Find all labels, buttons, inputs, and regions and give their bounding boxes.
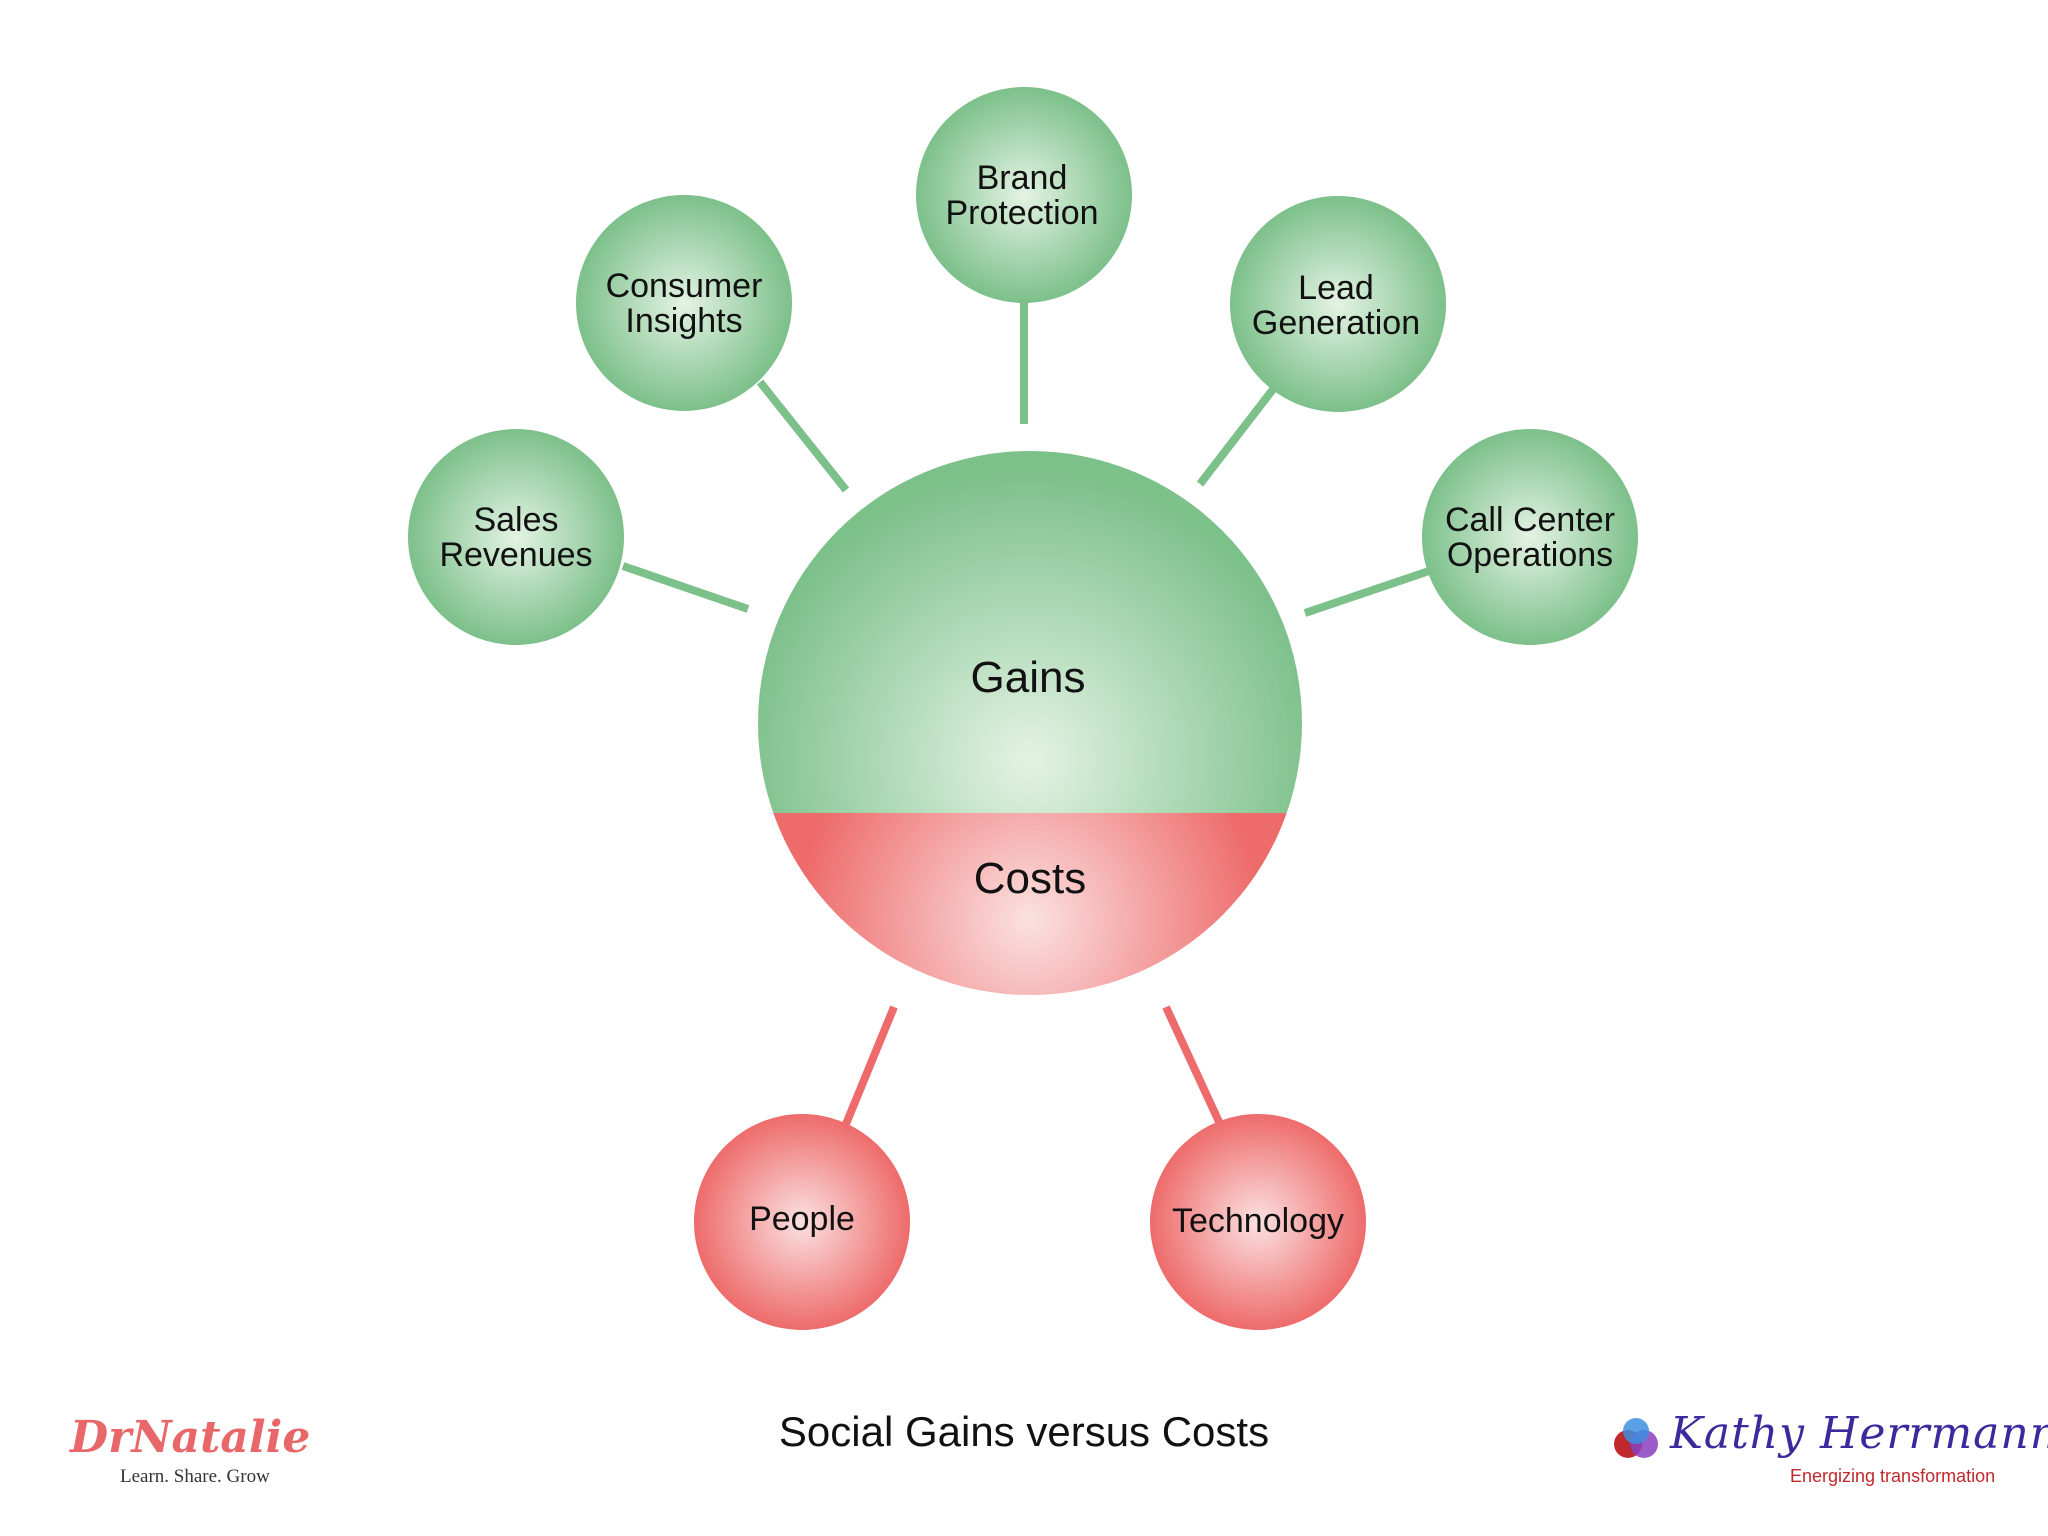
cost-node-label: People xyxy=(749,1200,855,1238)
gain-node-label-line1: Call Center xyxy=(1445,501,1615,539)
gain-node-label-line1: Consumer xyxy=(606,267,763,305)
gain-node-lead-generation: Lead Generation xyxy=(1230,196,1446,412)
gain-node-label-line2: Insights xyxy=(625,302,742,340)
connector-consumer-insights xyxy=(756,379,850,493)
cost-node-label: Technology xyxy=(1172,1202,1344,1240)
costs-half xyxy=(773,813,1287,995)
connector-lead-generation xyxy=(1196,385,1278,487)
gain-node-label-line1: Sales xyxy=(473,501,558,539)
cost-node-circle xyxy=(694,1114,910,1330)
connector-lines xyxy=(621,302,1434,1126)
gain-node-circle xyxy=(916,87,1132,303)
gain-node-label-line2: Operations xyxy=(1447,536,1613,574)
connector-call-center xyxy=(1303,566,1434,617)
drnatalie-logo: DrNatalie Learn. Share. Grow xyxy=(70,1412,310,1492)
gain-node-brand-protection: Brand Protection xyxy=(916,87,1132,303)
gain-node-label-line2: Revenues xyxy=(439,536,592,574)
kathy-herrmann-logo-name: Kathy Herrmann xyxy=(1670,1408,2048,1459)
connector-sales-revenues xyxy=(621,562,750,613)
gain-node-call-center-operations: Call Center Operations xyxy=(1422,429,1638,645)
overlapping-circles-icon xyxy=(1614,1418,1658,1458)
drnatalie-logo-tagline: Learn. Share. Grow xyxy=(120,1466,270,1487)
gains-half xyxy=(758,451,1302,813)
gain-node-label-line2: Protection xyxy=(945,194,1098,232)
kathy-herrmann-logo: Kathy Herrmann Energizing transformation xyxy=(1612,1408,2048,1500)
costs-label: Costs xyxy=(974,854,1086,903)
kathy-herrmann-logo-tagline: Energizing transformation xyxy=(1790,1466,1996,1486)
connector-technology xyxy=(1162,1005,1224,1126)
gain-node-sales-revenues: Sales Revenues xyxy=(408,429,624,645)
cost-node-people: People xyxy=(694,1114,910,1330)
gain-node-label-line1: Brand xyxy=(977,159,1068,197)
gain-node-circle xyxy=(576,195,792,411)
drnatalie-logo-name: DrNatalie xyxy=(70,1412,311,1463)
gain-node-circle xyxy=(408,429,624,645)
connector-people xyxy=(842,1005,898,1126)
gains-label: Gains xyxy=(971,653,1086,702)
gain-node-consumer-insights: Consumer Insights xyxy=(576,195,792,411)
diagram-caption: Social Gains versus Costs xyxy=(778,1408,1270,1455)
center-circle: Gains Costs xyxy=(758,451,1302,995)
gain-node-circle xyxy=(1422,429,1638,645)
cost-node-circle xyxy=(1150,1114,1366,1330)
gain-node-label-line1: Lead xyxy=(1298,269,1374,307)
gain-node-circle xyxy=(1230,196,1446,412)
cost-node-technology: Technology xyxy=(1150,1114,1366,1330)
gain-node-label-line2: Generation xyxy=(1252,304,1420,342)
